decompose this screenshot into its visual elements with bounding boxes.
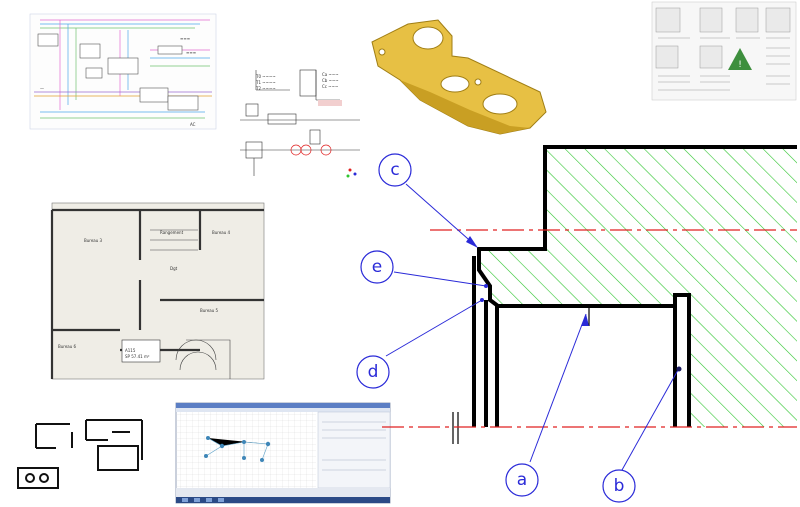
arrowhead-c: [466, 236, 478, 248]
architectural-floor-plan: Bureau 3 Rangement Bureau 4 Bureau 5 Bureau …: [50, 202, 265, 380]
callout-a-label: a: [517, 470, 527, 490]
leader-a: [529, 313, 587, 463]
network-simulator-screenshot: [175, 402, 391, 504]
hatched-section: [479, 147, 797, 427]
svg-text:A115: A115: [125, 348, 136, 353]
instruction-leaflet: !: [651, 1, 797, 101]
leader-b: [621, 369, 679, 471]
svg-text:≡≡≡: ≡≡≡: [180, 36, 190, 41]
svg-text:≡≡≡: ≡≡≡: [186, 50, 196, 55]
electrical-schematic: ≡≡≡ ≡≡≡ — AC: [29, 13, 217, 130]
leader-d: [385, 299, 483, 357]
svg-text:AC: AC: [190, 122, 196, 127]
svg-text:Dgt: Dgt: [170, 266, 178, 271]
dot-e: [484, 284, 488, 288]
leader-e: [393, 271, 487, 287]
svg-text:SP 57.41 m²: SP 57.41 m²: [125, 354, 150, 359]
section-drawing: c e d a b: [356, 145, 797, 503]
bracket-3d-part: [371, 19, 547, 135]
dot-b: [676, 366, 682, 372]
callout-d: d: [356, 355, 390, 389]
svg-text:T0 ~~~~: T0 ~~~~: [255, 74, 276, 79]
callout-b-label: b: [614, 476, 625, 496]
callout-e: e: [360, 250, 394, 284]
leader-c: [405, 183, 477, 247]
svg-text:Rangement: Rangement: [160, 230, 184, 235]
svg-text:Cc ~~~: Cc ~~~: [322, 84, 338, 89]
svg-text:Cb ~~~: Cb ~~~: [322, 78, 339, 83]
callout-b: b: [602, 469, 636, 503]
svg-text:Bureau 6: Bureau 6: [58, 344, 77, 349]
callout-c: c: [378, 153, 412, 187]
dot-d: [480, 298, 484, 302]
callout-d-label: d: [368, 362, 379, 382]
pneumatic-circuit: T0 ~~~~T1 ~~~~T2 ~~~~ Ca ~~~Cb ~~~Cc ~~~: [240, 69, 360, 178]
svg-text:Ca ~~~: Ca ~~~: [322, 72, 339, 77]
callout-e-label: e: [372, 257, 382, 277]
svg-text:!: !: [738, 60, 742, 70]
handdrawn-sketch: [17, 419, 143, 489]
center-axis-lines: [382, 229, 797, 428]
svg-text:—: —: [40, 86, 44, 91]
svg-text:Bureau 4: Bureau 4: [212, 230, 231, 235]
svg-text:Bureau 5: Bureau 5: [200, 308, 219, 313]
callout-c-label: c: [390, 160, 399, 180]
callout-a: a: [505, 463, 539, 497]
svg-text:T2 ~~~~: T2 ~~~~: [255, 86, 276, 91]
svg-text:Bureau 3: Bureau 3: [84, 238, 103, 243]
svg-text:T1 ~~~~: T1 ~~~~: [255, 80, 276, 85]
